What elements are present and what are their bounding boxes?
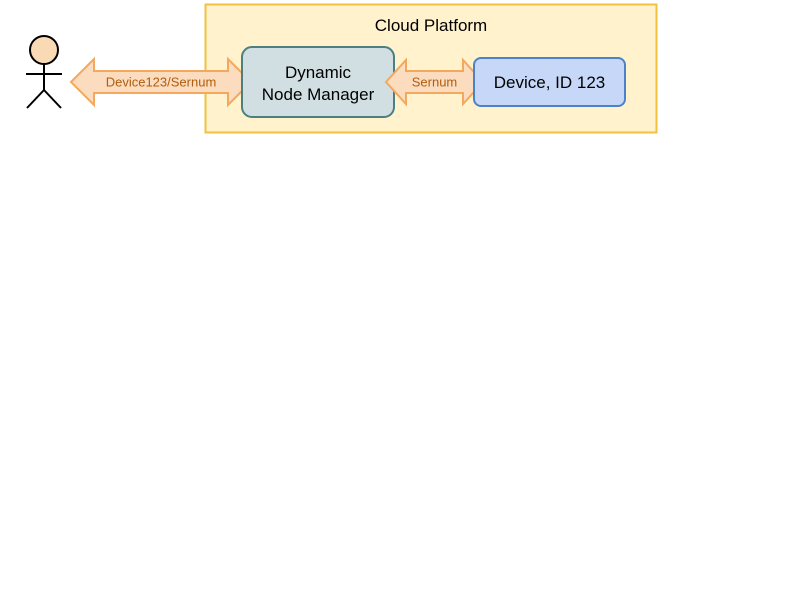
dynamic-node-manager-node: Dynamic Node Manager: [241, 46, 395, 118]
arrow-label-sernum: Sernum: [412, 75, 458, 90]
device-node: Device, ID 123: [473, 57, 626, 107]
arrow-manager-to-device: Sernum: [384, 57, 485, 107]
node-manager-box: [241, 46, 395, 118]
node-manager-label-line2: Node Manager: [262, 85, 375, 104]
arrow-label-device-sernum: Device123/Sernum: [106, 75, 217, 90]
actor-left-leg: [26, 89, 45, 109]
node-manager-label-line1: Dynamic: [285, 63, 352, 82]
actor-head: [29, 35, 59, 65]
cloud-platform-title: Cloud Platform: [375, 16, 487, 35]
user-actor-icon: [26, 35, 62, 109]
actor-right-leg: [43, 89, 62, 109]
device-label: Device, ID 123: [494, 73, 606, 92]
device-box: [473, 57, 626, 107]
